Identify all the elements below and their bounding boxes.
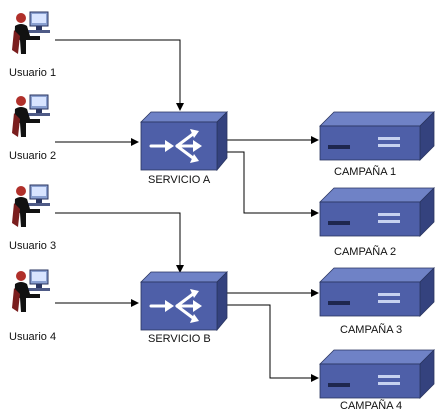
user-label-4: Usuario 4	[9, 331, 57, 343]
user-label-3: Usuario 3	[9, 240, 57, 252]
campaign-label-3: CAMPAÑA 3	[340, 324, 403, 336]
connector-servicio-b-campana4	[226, 304, 319, 382]
user-icon	[12, 94, 50, 137]
user-icon	[12, 11, 50, 54]
campana-3-device-icon	[319, 267, 435, 317]
campana-4-device-icon	[319, 349, 435, 399]
campana-1-device-icon	[319, 111, 435, 161]
user-icon	[12, 184, 50, 227]
user-icon	[12, 269, 50, 312]
connector-usuario3-servicio-b	[55, 212, 184, 273]
campana-2-device-icon	[319, 187, 435, 237]
user-label-2: Usuario 2	[9, 150, 57, 162]
campaign-label-1: CAMPAÑA 1	[334, 166, 397, 178]
campaign-label-2: CAMPAÑA 2	[334, 246, 397, 258]
connector-servicio-a-campana2	[226, 151, 319, 217]
user-label-1: Usuario 1	[9, 67, 57, 79]
service-label-b: SERVICIO B	[148, 333, 211, 345]
service-label-a: SERVICIO A	[148, 174, 211, 186]
servicio-a-device-icon	[140, 111, 228, 172]
campaign-label-4: CAMPAÑA 4	[340, 400, 403, 411]
connector-usuario1-servicio-a	[55, 39, 184, 111]
servicio-b-device-icon	[140, 271, 228, 332]
connections	[55, 39, 319, 382]
